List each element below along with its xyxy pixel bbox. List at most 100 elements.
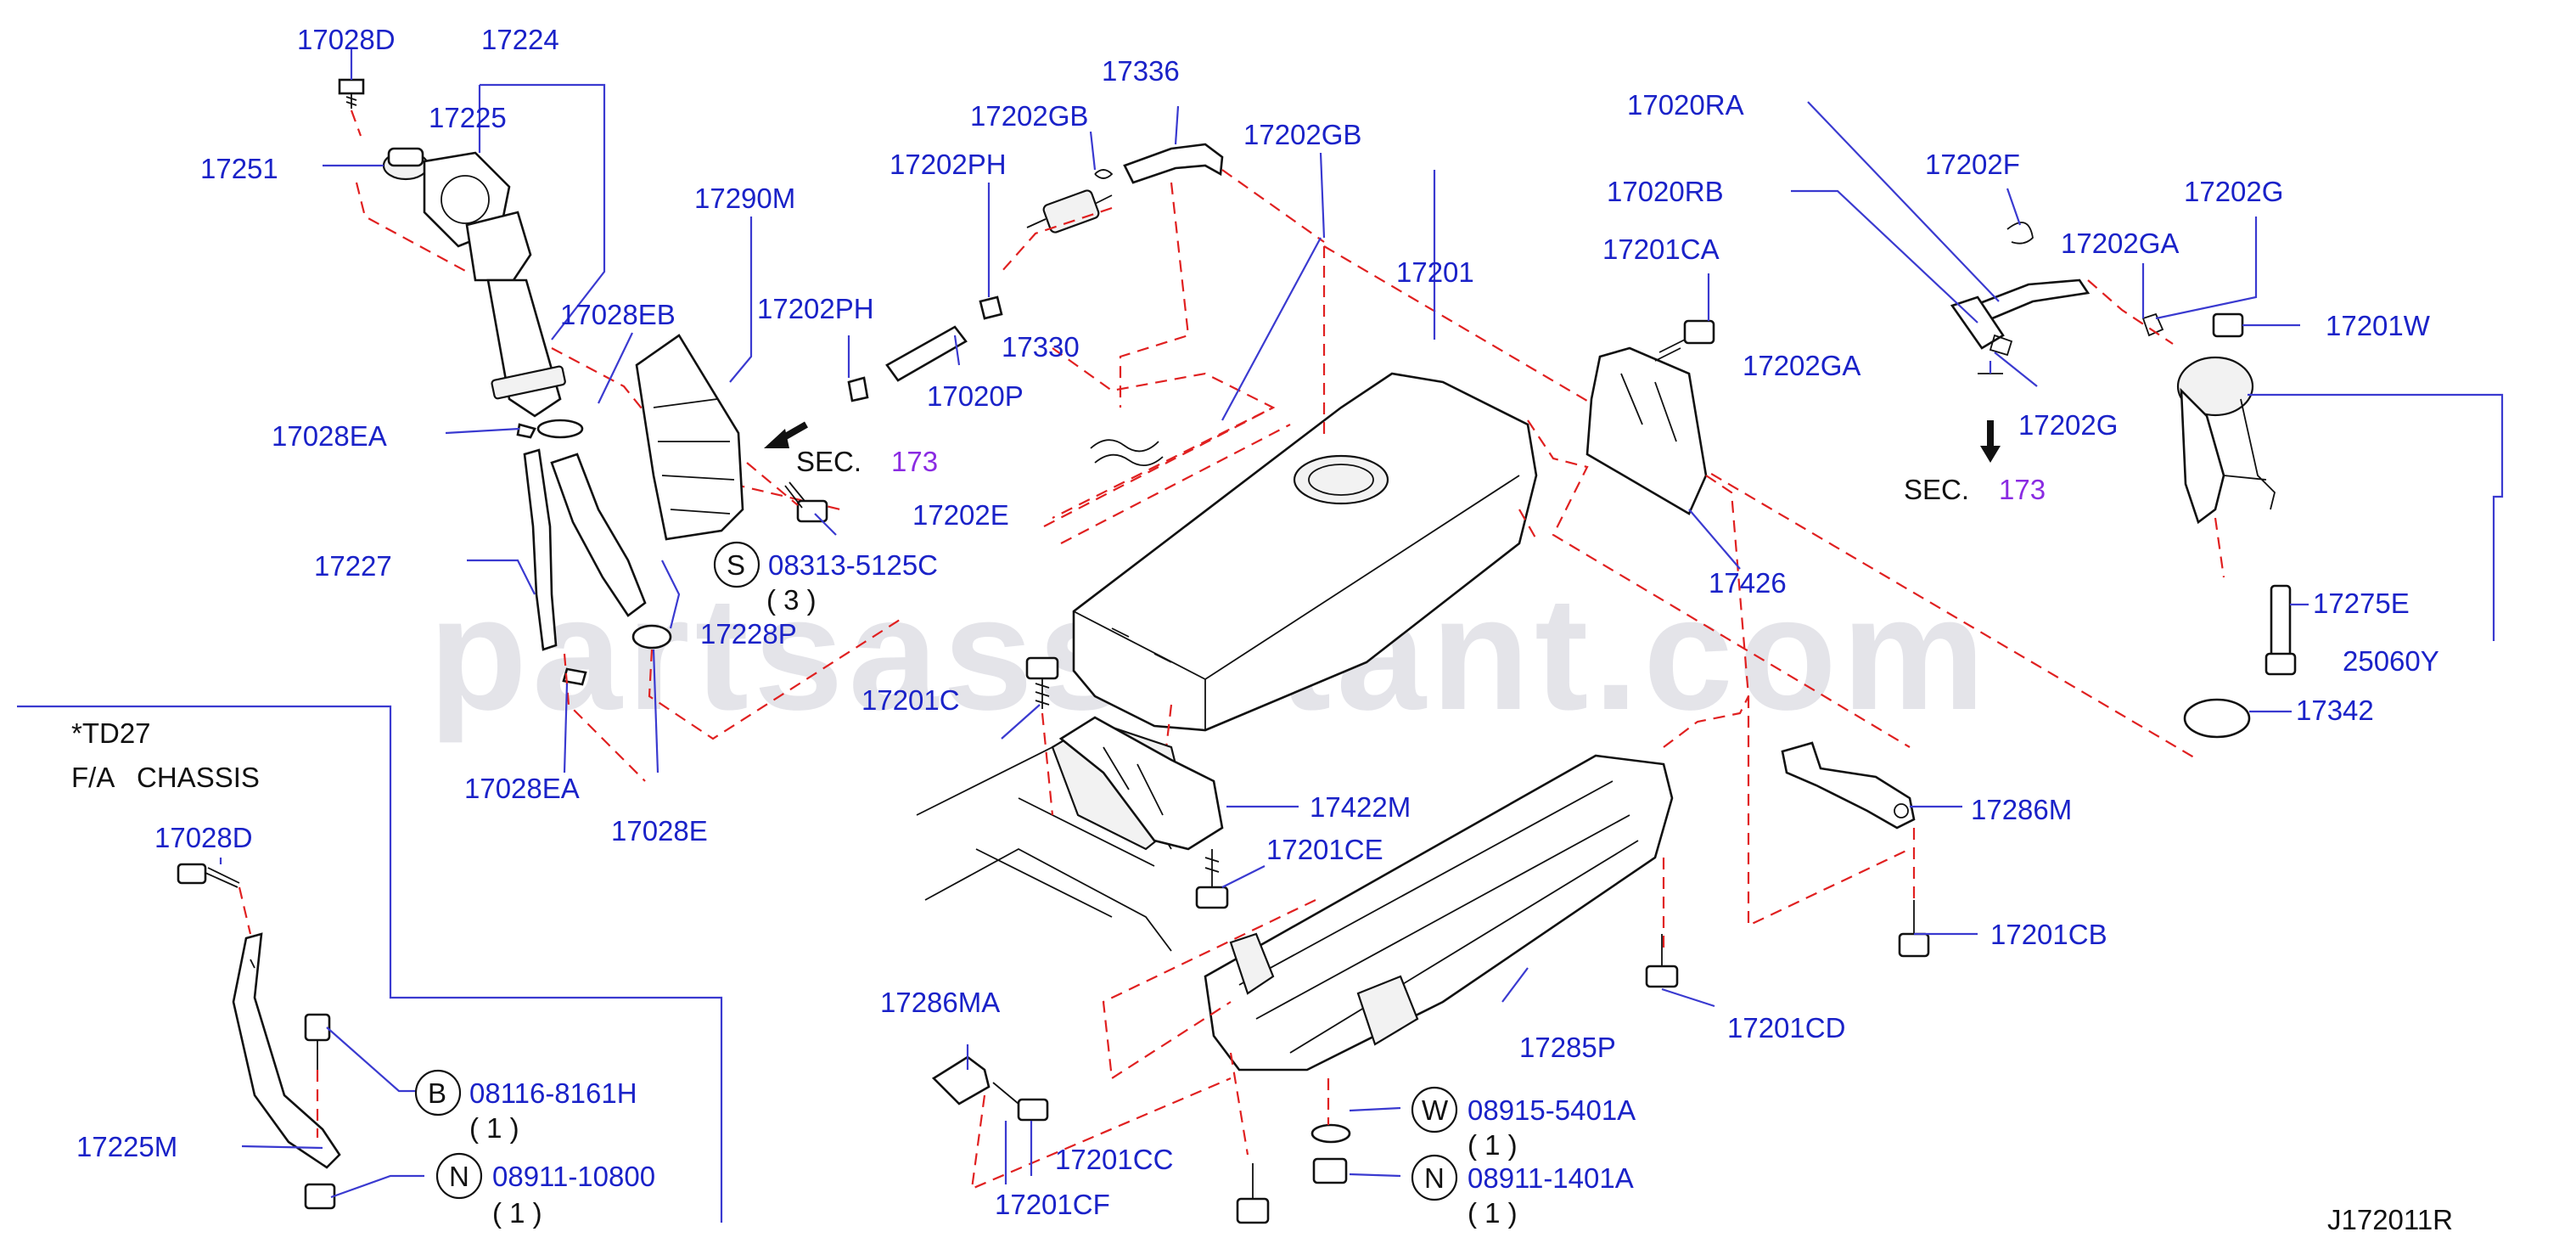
label-17285P[interactable]: 17285P xyxy=(1519,1032,1616,1063)
filler-neck-icon xyxy=(355,182,566,418)
filler-hose-icon xyxy=(550,453,647,617)
label-17201CF[interactable]: 17201CF xyxy=(995,1189,1110,1220)
label-17426[interactable]: 17426 xyxy=(1709,567,1787,599)
callout-part[interactable]: 08911-10800 xyxy=(492,1161,655,1192)
hose-clamp-icon xyxy=(631,624,672,650)
label-17224[interactable]: 17224 xyxy=(481,24,559,55)
callout-qty: ( 1 ) xyxy=(469,1112,519,1144)
label-17202E[interactable]: 17202E xyxy=(912,499,1009,531)
label-17202G-b[interactable]: 17202G xyxy=(2018,409,2118,441)
label-17422M[interactable]: 17422M xyxy=(1310,791,1411,823)
label-17202GB-b[interactable]: 17202GB xyxy=(1243,119,1361,150)
label-17201W[interactable]: 17201W xyxy=(2326,310,2431,341)
callout-n-left: N 08911-10800 ( 1 ) xyxy=(435,1152,655,1229)
callout-n-right: N 08911-1401A ( 1 ) xyxy=(1411,1154,1634,1229)
sec-number-right[interactable]: 173 xyxy=(1999,474,2046,505)
bolt-icon xyxy=(1898,900,1930,958)
sec-reference-arrow-right xyxy=(1978,361,2003,463)
sec-reference-arrow-left xyxy=(764,421,808,448)
label-25060Y[interactable]: 25060Y xyxy=(2343,645,2439,677)
callout-letter: S xyxy=(727,549,745,581)
bolt-icon xyxy=(304,1013,331,1138)
nut-icon xyxy=(304,1183,336,1210)
sec-number-left[interactable]: 173 xyxy=(891,446,938,477)
bolt-icon xyxy=(1195,849,1229,909)
label-17225M[interactable]: 17225M xyxy=(76,1131,177,1162)
label-17020P[interactable]: 17020P xyxy=(927,380,1024,412)
label-17028EB[interactable]: 17028EB xyxy=(560,299,676,330)
label-17201[interactable]: 17201 xyxy=(1396,256,1474,288)
label-17202GA-b[interactable]: 17202GA xyxy=(2061,228,2179,259)
note-td27: *TD27 xyxy=(71,717,151,749)
label-17028EA-b[interactable]: 17028EA xyxy=(464,773,580,804)
callout-qty: ( 3 ) xyxy=(766,584,817,616)
tank-guard-icon xyxy=(1204,754,1674,1072)
callout-qty: ( 1 ) xyxy=(1468,1197,1518,1229)
part-labels: 17028D 17224 17225 17251 17028EB 17290M … xyxy=(76,24,2439,1220)
callout-letter: N xyxy=(449,1161,469,1192)
fuel-gauge-unit-icon xyxy=(2176,312,2276,525)
nut-icon xyxy=(1312,1157,1348,1184)
callout-letter: N xyxy=(1424,1162,1445,1194)
label-17227[interactable]: 17227 xyxy=(314,550,392,582)
label-17290M[interactable]: 17290M xyxy=(694,183,795,214)
label-17275E[interactable]: 17275E xyxy=(2313,588,2410,619)
label-17342[interactable]: 17342 xyxy=(2296,695,2374,726)
label-17286MA[interactable]: 17286MA xyxy=(880,987,1000,1018)
bolt-icon xyxy=(338,78,365,137)
leader-lines xyxy=(219,49,2309,1199)
label-17028E[interactable]: 17028E xyxy=(611,815,708,847)
label-17020RB[interactable]: 17020RB xyxy=(1607,176,1724,207)
label-17202PH-b[interactable]: 17202PH xyxy=(757,293,874,324)
label-17251[interactable]: 17251 xyxy=(200,153,278,184)
callout-part[interactable]: 08911-1401A xyxy=(1468,1162,1634,1194)
label-17020RA[interactable]: 17020RA xyxy=(1627,89,1744,121)
label-17028D-top[interactable]: 17028D xyxy=(297,24,396,55)
label-17202GB-a[interactable]: 17202GB xyxy=(970,100,1088,132)
label-17202F[interactable]: 17202F xyxy=(1925,149,2020,180)
label-17202G-a[interactable]: 17202G xyxy=(2184,176,2283,207)
filler-cap-icon xyxy=(382,147,429,181)
label-17201CC[interactable]: 17201CC xyxy=(1055,1144,1173,1175)
callout-w: W 08915-5401A ( 1 ) xyxy=(1411,1086,1636,1161)
fuel-hose-icon xyxy=(885,325,968,382)
label-17028D-bottom[interactable]: 17028D xyxy=(154,822,253,853)
callout-part[interactable]: 08116-8161H xyxy=(469,1077,637,1109)
label-17286M[interactable]: 17286M xyxy=(1971,794,2072,825)
hose-clip-icon xyxy=(847,376,869,402)
label-17201CB[interactable]: 17201CB xyxy=(1990,919,2107,950)
hose-clip-icon xyxy=(2006,222,2034,245)
label-17201CD[interactable]: 17201CD xyxy=(1727,1012,1845,1043)
label-17336[interactable]: 17336 xyxy=(1102,55,1180,87)
label-17225[interactable]: 17225 xyxy=(429,102,507,133)
diagram-code: J172011R xyxy=(2327,1204,2453,1235)
label-17201C[interactable]: 17201C xyxy=(861,684,960,716)
label-17330[interactable]: 17330 xyxy=(1002,331,1080,363)
label-17028EA-a[interactable]: 17028EA xyxy=(272,420,387,452)
label-17202GA-a[interactable]: 17202GA xyxy=(1743,350,1860,381)
bracket-icon xyxy=(1781,741,1916,830)
bolt-icon xyxy=(1645,934,1679,988)
hose-clip-icon xyxy=(1094,169,1114,179)
callout-part[interactable]: 08313-5125C xyxy=(768,549,938,581)
small-clamp-icon xyxy=(516,423,536,439)
callout-qty: ( 1 ) xyxy=(492,1197,542,1229)
callout-letter: W xyxy=(1422,1094,1449,1126)
bolt-icon xyxy=(1229,1052,1270,1224)
callout-s: S 08313-5125C ( 3 ) xyxy=(713,541,938,616)
label-17202PH-a[interactable]: 17202PH xyxy=(890,149,1007,180)
label-17228P[interactable]: 17228P xyxy=(700,618,797,650)
label-17201CE[interactable]: 17201CE xyxy=(1266,834,1383,865)
fuel-lines xyxy=(847,143,1325,519)
fuel-tank-icon xyxy=(1043,245,2199,778)
small-clamp-icon xyxy=(562,667,587,686)
fuel-filter-icon xyxy=(1026,189,1113,233)
note-chassis: F/A CHASSIS xyxy=(71,762,260,793)
bolt-icon xyxy=(1654,319,1715,362)
protector-plate-icon xyxy=(1585,346,1708,515)
mounting-bracket-icon xyxy=(1058,716,1224,851)
label-17201CA[interactable]: 17201CA xyxy=(1602,233,1720,265)
bolt-icon xyxy=(746,462,828,523)
callout-part[interactable]: 08915-5401A xyxy=(1468,1094,1636,1126)
